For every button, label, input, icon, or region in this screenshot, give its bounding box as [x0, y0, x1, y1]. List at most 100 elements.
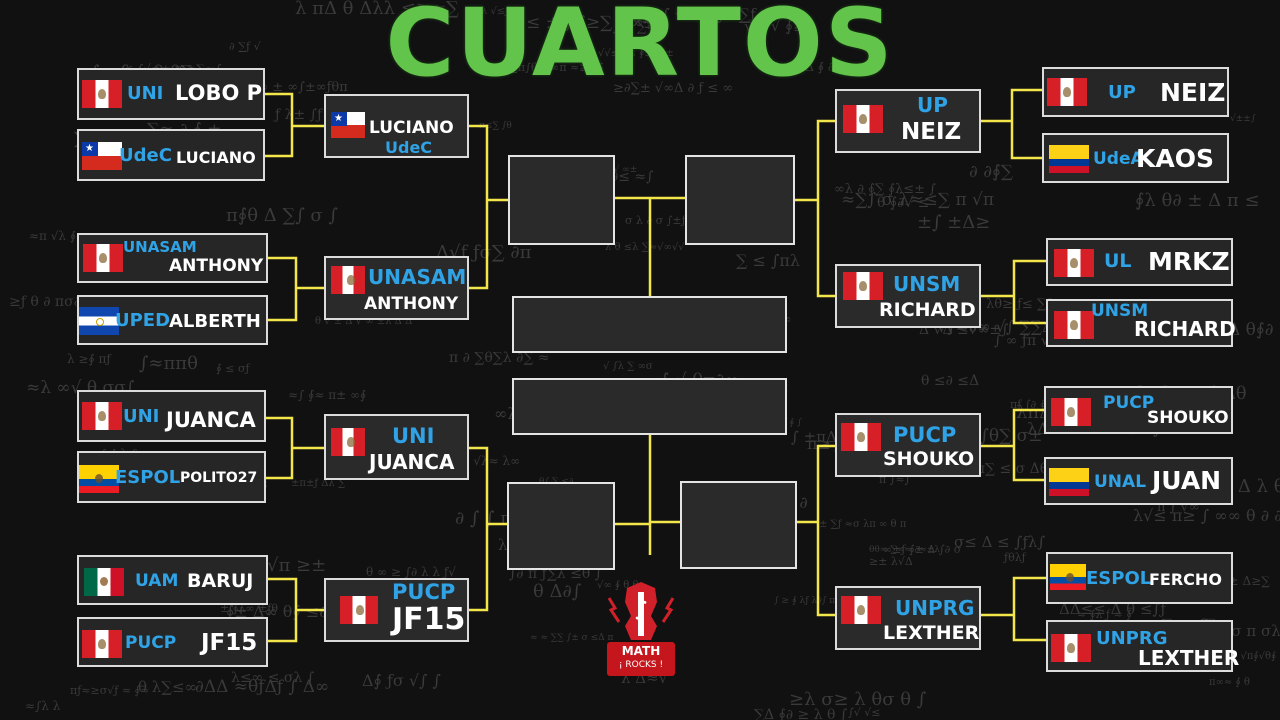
match-slot-right-7: ESPOL FERCHO	[1046, 552, 1233, 604]
player-name: JUANCA	[369, 450, 455, 474]
connector-r3	[981, 408, 1046, 482]
colombia-flag-icon	[1049, 468, 1089, 496]
match-slot-left-7: UAM BARUJ	[77, 555, 268, 605]
university-label: UNASAM	[123, 238, 197, 256]
university-label: UNPRG	[1096, 628, 1168, 649]
connector-l3	[266, 416, 325, 480]
player-name: NEIZ	[1160, 78, 1226, 107]
peru-flag-icon	[340, 596, 378, 624]
final-slot-bottom	[512, 378, 787, 435]
match-slot-right-5: PUCP SHOUKO	[1044, 386, 1233, 434]
university-label: UL	[1104, 250, 1132, 272]
university-label: UNAL	[1094, 472, 1147, 492]
peru-flag-icon	[1054, 249, 1094, 277]
round-title: CUARTOS	[385, 0, 895, 98]
match-slot-right-4: UNSM RICHARD	[1046, 299, 1236, 347]
match-slot-right-8: UNPRG LEXTHER	[1046, 620, 1239, 672]
university-label: UdeC	[119, 145, 172, 166]
university-label: UNSM	[893, 272, 961, 296]
university-label: UP	[917, 93, 948, 117]
semifinal-slot-right-bottom	[680, 481, 797, 569]
peru-flag-icon	[843, 105, 883, 133]
connector-l7	[615, 196, 650, 526]
peru-flag-icon	[82, 80, 122, 108]
match-slot-left-2: UdeC LUCIANO	[77, 129, 265, 181]
colombia-flag-icon	[1049, 145, 1089, 173]
winner-slot-left-2: UNASAM ANTHONY	[324, 256, 469, 320]
player-name: JF15	[392, 602, 466, 637]
player-name: NEIZ	[901, 119, 962, 145]
peru-flag-icon	[82, 630, 122, 658]
semifinal-slot-right-top	[685, 155, 795, 245]
university-label: UdeA	[1093, 149, 1144, 169]
connector-r7	[650, 196, 685, 524]
peru-flag-icon	[1047, 78, 1087, 106]
player-name: MRKZ	[1148, 247, 1230, 276]
winner-slot-right-4: UNPRG LEXTHER	[835, 586, 981, 650]
winner-slot-right-1: UP NEIZ	[835, 89, 981, 153]
match-slot-right-1: UP NEIZ	[1042, 67, 1229, 117]
player-name: LOBO P	[175, 81, 263, 105]
math-rocks-logo: ∫ MATH ¡ ROCKS !	[601, 578, 681, 688]
connector-r4	[981, 576, 1048, 642]
logo-line-2: ¡ ROCKS !	[618, 660, 664, 670]
peru-flag-icon	[82, 402, 122, 430]
connector-l5	[469, 124, 508, 290]
match-slot-right-6: UNAL JUAN	[1044, 457, 1233, 505]
university-label: PUCP	[893, 423, 957, 447]
player-name: LUCIANO	[369, 118, 454, 138]
player-name: JF15	[201, 630, 258, 656]
peru-flag-icon	[1054, 311, 1094, 339]
university-label: UNI	[123, 406, 160, 427]
university-label: ESPOL	[115, 467, 181, 488]
player-name: LEXTHER	[1138, 646, 1240, 670]
university-label: UAM	[135, 571, 179, 591]
university-label: UPED	[115, 310, 171, 331]
chile-flag-icon	[82, 142, 122, 170]
player-name: BARUJ	[187, 570, 254, 592]
connector-l2	[268, 256, 325, 322]
connector-l4	[268, 577, 325, 643]
peru-flag-icon	[1051, 398, 1091, 426]
player-name: ALBERTH	[169, 311, 261, 332]
el-salvador-flag-icon	[79, 307, 119, 335]
match-slot-right-2: UdeA KAOS	[1042, 133, 1229, 183]
match-slot-left-3: UNASAM ANTHONY	[77, 233, 268, 283]
player-name: JUANCA	[166, 408, 256, 432]
peru-flag-icon	[331, 428, 365, 456]
player-name: RICHARD	[1134, 317, 1236, 341]
university-label: UNSM	[1091, 301, 1149, 321]
semifinal-slot-left-top	[508, 155, 615, 245]
university-label: UNI	[127, 83, 164, 104]
svg-text:∫: ∫	[635, 597, 647, 621]
peru-flag-icon	[1051, 634, 1091, 662]
mexico-flag-icon	[84, 568, 124, 596]
guitar-logo-icon: ∫	[607, 582, 675, 676]
match-slot-left-8: PUCP JF15	[77, 617, 268, 667]
university-label: UNASAM	[368, 265, 467, 289]
final-slot-top	[512, 296, 787, 353]
player-name: KAOS	[1136, 144, 1214, 173]
match-slot-left-6: ESPOL POLITO27	[77, 451, 266, 503]
semifinal-slot-left-bottom	[507, 482, 615, 570]
player-name: POLITO27	[180, 470, 258, 486]
player-name: SHOUKO	[1147, 408, 1229, 428]
player-name: ANTHONY	[364, 294, 459, 314]
player-name: LUCIANO	[176, 148, 256, 167]
university-label: PUCP	[125, 633, 177, 653]
player-name: SHOUKO	[883, 448, 975, 470]
university-label: UNI	[392, 424, 435, 448]
university-label: UNPRG	[895, 596, 975, 620]
university-label: UdeC	[385, 138, 433, 157]
peru-flag-icon	[841, 596, 881, 624]
match-slot-left-5: UNI JUANCA	[77, 390, 266, 442]
connector-l6	[469, 446, 508, 612]
peru-flag-icon	[843, 272, 883, 300]
ecuador-flag-icon	[1050, 564, 1086, 590]
player-name: FERCHO	[1149, 570, 1222, 589]
player-name: RICHARD	[879, 299, 976, 321]
logo-line-1: MATH	[621, 644, 661, 658]
connector-r2	[981, 259, 1048, 325]
university-label: UP	[1108, 82, 1136, 103]
